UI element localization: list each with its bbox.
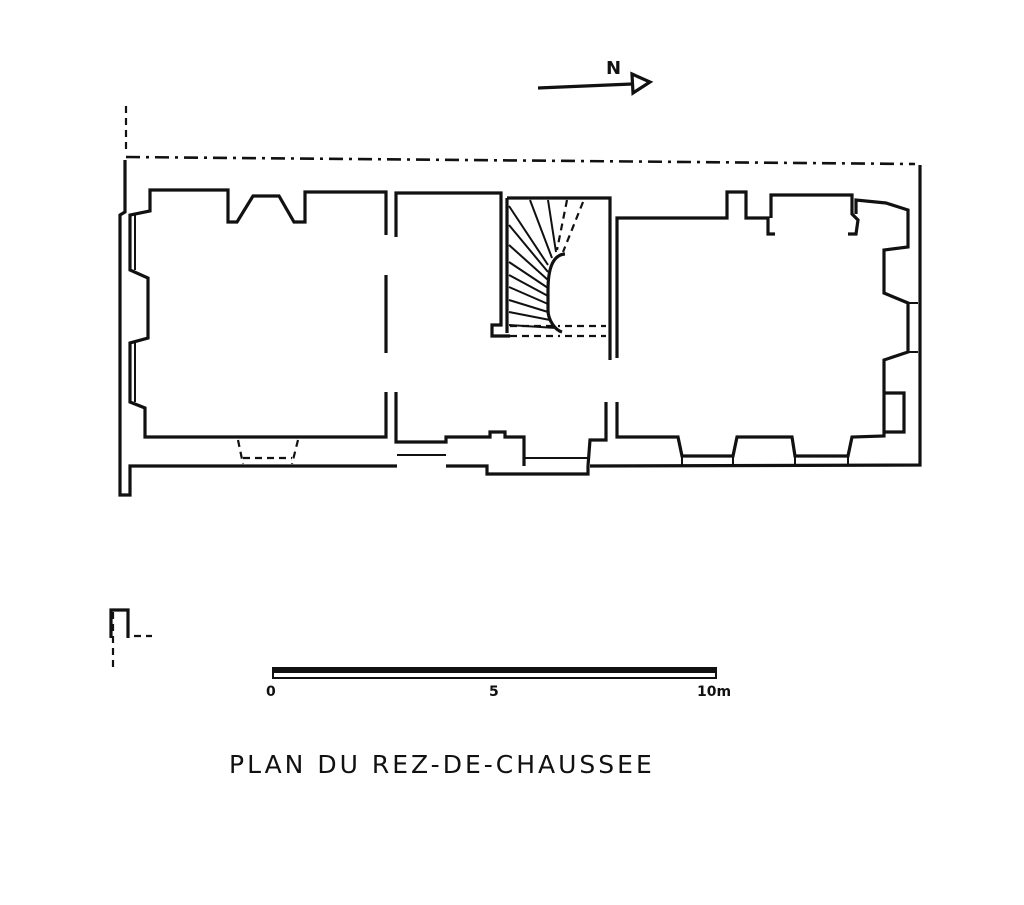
north-arrow-icon [537,71,654,96]
scale-bar [272,667,717,679]
drawing-title: PLAN DU REZ-DE-CHAUSSEE [229,750,655,779]
scale-label-start: 0 [266,684,276,700]
legend-mark-icon [109,608,152,638]
outer-walls [118,160,922,497]
room-left [128,188,388,465]
scale-label-end: 10m [697,684,732,700]
staircase [394,191,612,467]
room-right [615,190,918,466]
property-boundary [111,106,916,670]
scale-label-mid: 5 [489,684,499,700]
north-label: N [606,58,622,79]
